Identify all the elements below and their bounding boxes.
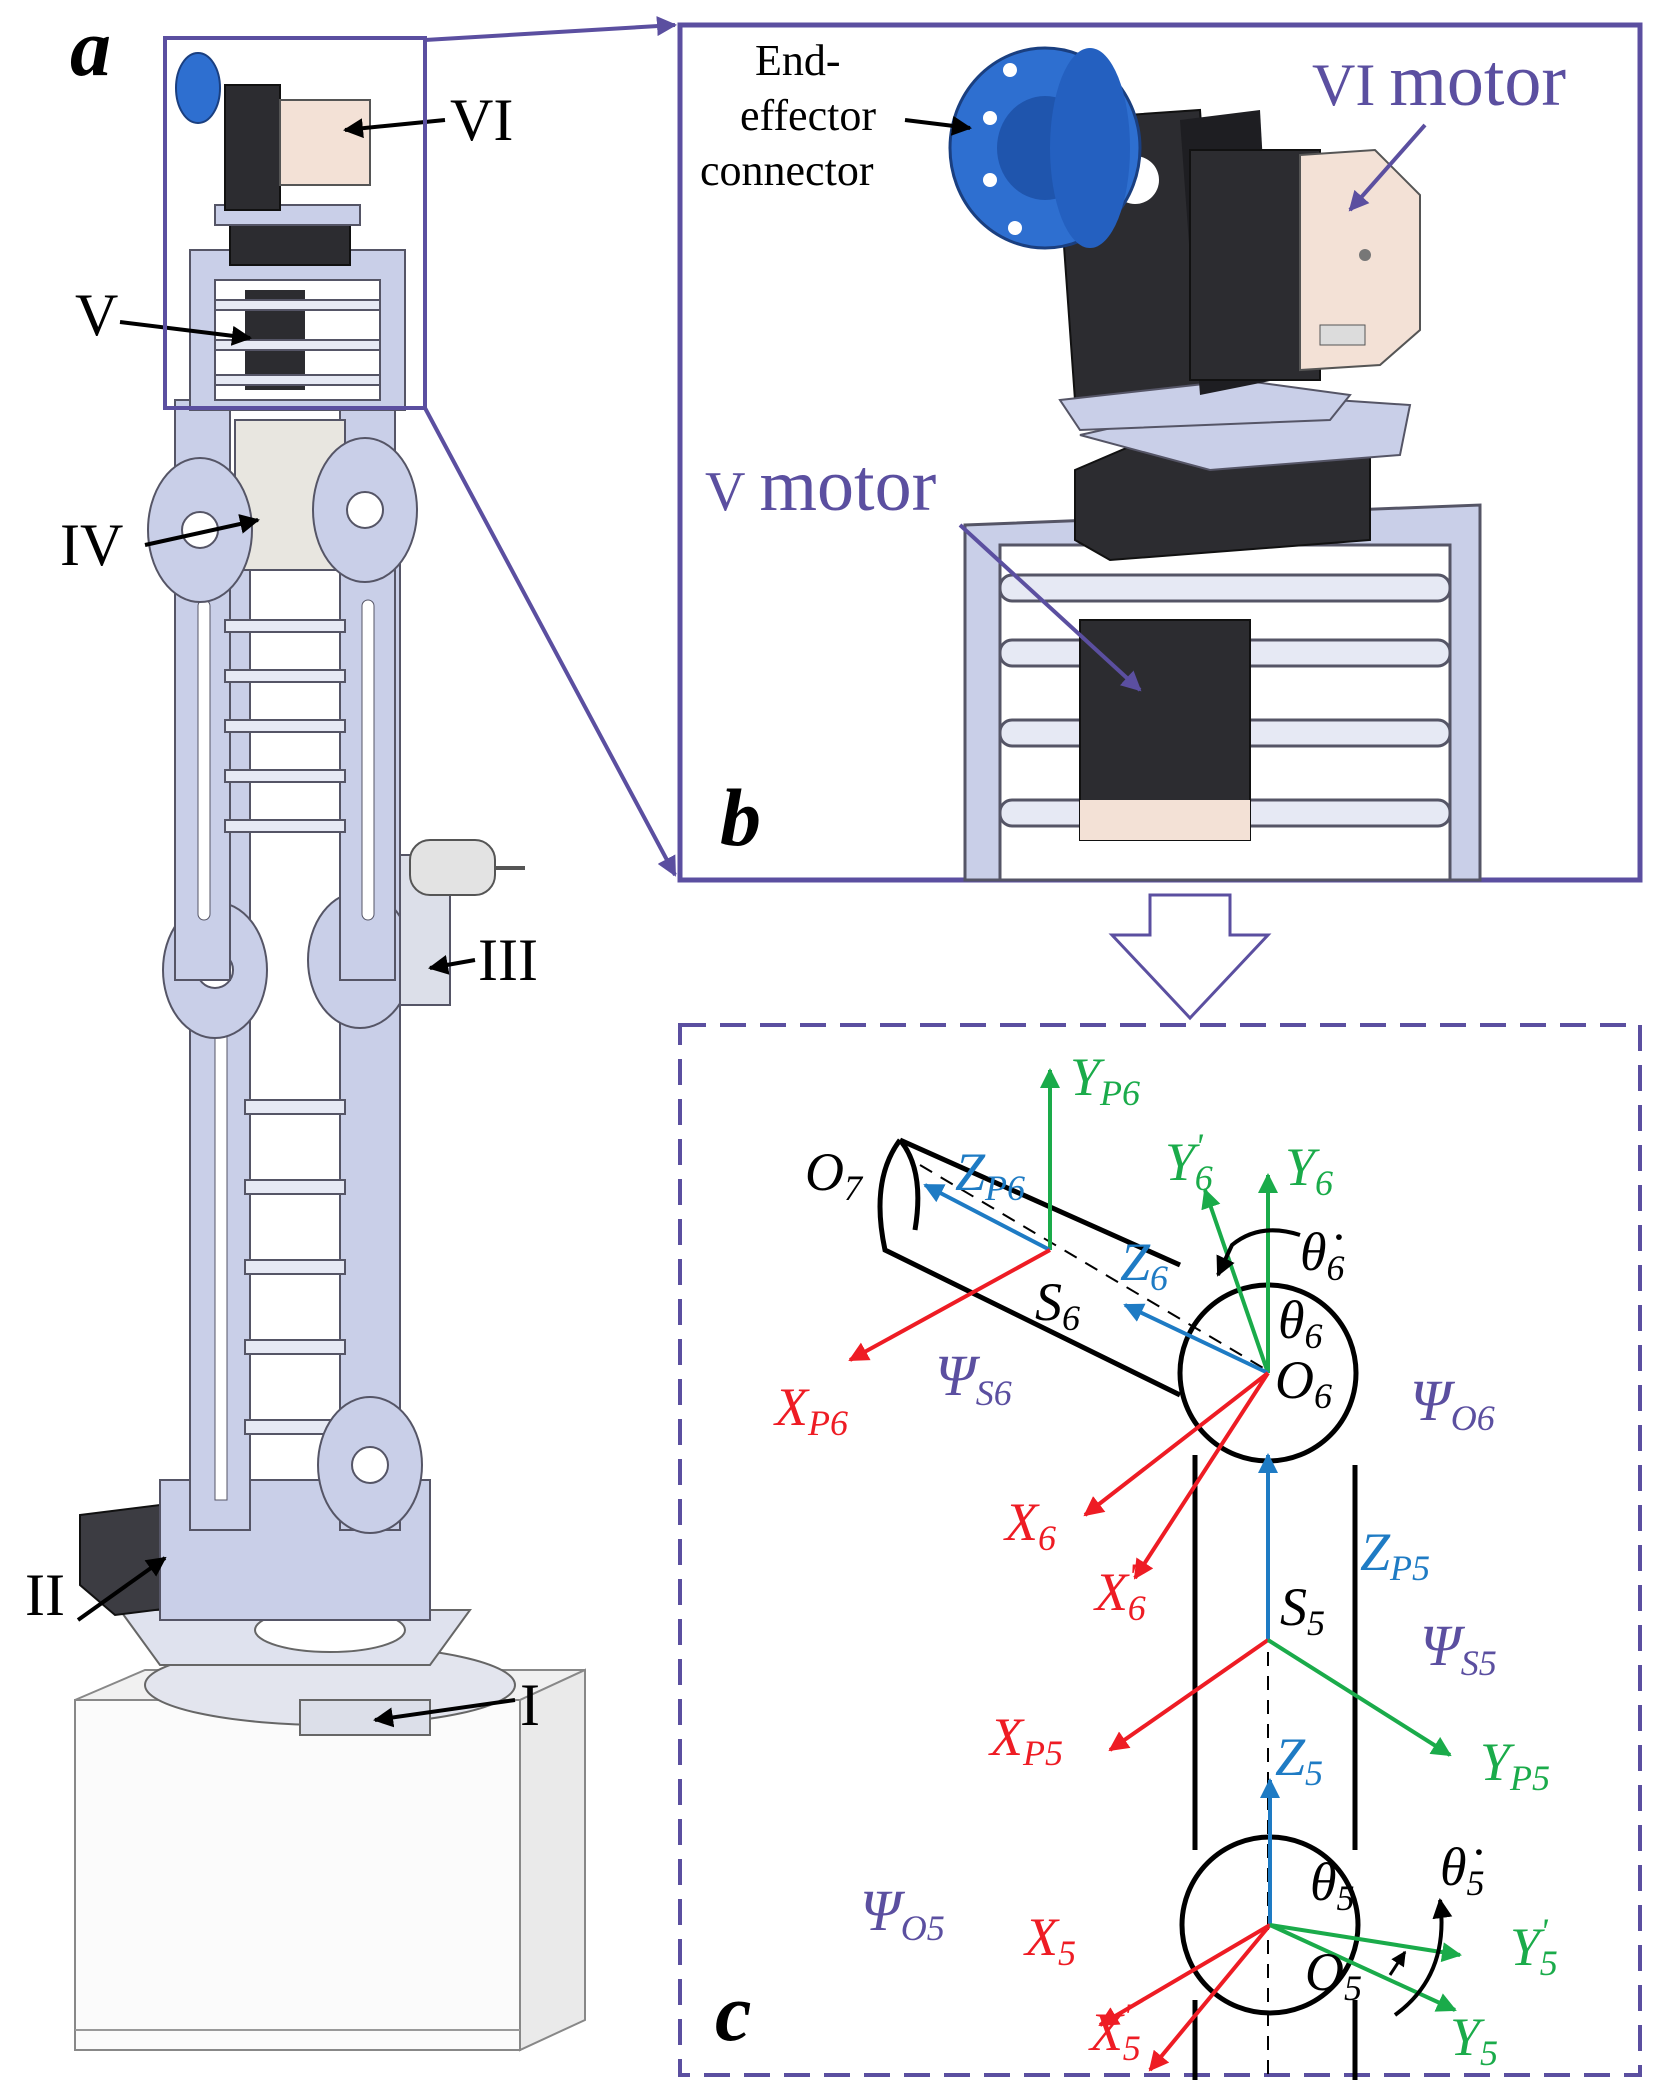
panel-c-frame: [678, 1023, 1642, 2077]
zoom-line-bottom: [423, 407, 677, 877]
label-y5-prime: Y'5: [1510, 1911, 1558, 1983]
link-outlines: [877, 1137, 1358, 2080]
axis-y5: [1269, 1923, 1457, 2012]
label-psi-s5: ΨS5: [1420, 1613, 1497, 1683]
label-y5: Y5: [1450, 2007, 1498, 2073]
label-o6: O6: [1275, 1350, 1332, 1416]
angle-mark-5: [1388, 1950, 1407, 1976]
label-psi-o6: ΨO6: [1410, 1368, 1495, 1438]
label-psi-o5: ΨO5: [860, 1878, 945, 1948]
panel-b-zoom: End- effector connector VI motor V motor…: [677, 22, 1643, 883]
label-xp6: XP6: [773, 1377, 848, 1443]
panel-b-letter: b: [720, 772, 761, 863]
label-xp5: XP5: [988, 1707, 1063, 1773]
label-iii: III: [478, 927, 538, 993]
robot-arm-illustration: a VI V IV III II I: [25, 2, 677, 2052]
zoom-line-top: [424, 16, 677, 42]
panel-c-kinematics: YP6 Y'6 Y6 O7 ZP6 θ̇6 Z6 S6 θ6 O6 XP6 ΨS…: [678, 1023, 1642, 2080]
turntable-joint-i: [118, 1607, 516, 1736]
arrow-end-effector: [904, 115, 972, 136]
label-theta5-dot: θ̇5: [1440, 1837, 1485, 1903]
label-x6: X6: [1003, 1492, 1056, 1558]
arrow-v: [119, 320, 252, 346]
arrow-iv: [144, 514, 260, 547]
label-o7: O7: [805, 1142, 864, 1208]
label-s6: S6: [1035, 1272, 1080, 1338]
label-psi-s6: ΨS6: [935, 1343, 1012, 1413]
label-yp5: YP5: [1480, 1732, 1550, 1798]
axis-x6-prime: [1133, 1371, 1270, 1580]
label-theta6-dot: θ̇6: [1300, 1222, 1345, 1288]
label-vi: VI: [450, 87, 513, 153]
axis-x5-prime: [1148, 1923, 1272, 2072]
axis-yp5: [1266, 1638, 1452, 1757]
end-effector-label-line2: effector: [740, 91, 876, 140]
label-x5: X5: [1023, 1907, 1076, 1973]
label-i: I: [520, 1672, 540, 1738]
label-ii: II: [25, 1562, 65, 1628]
arrow-vi: [343, 118, 446, 139]
arrow-v-motor: [958, 523, 1142, 692]
label-theta5: θ5: [1310, 1852, 1355, 1918]
zoom-box: [163, 36, 427, 410]
arrow-ii: [76, 1556, 167, 1622]
vi-motor-label: VI motor: [1312, 40, 1566, 122]
motor-joint-vi: [175, 52, 371, 226]
axis-z6: [1123, 1303, 1269, 1375]
rotation-arrow-6: [1216, 1228, 1301, 1277]
panel-a-letter: a: [70, 2, 111, 93]
arrow-vi-motor: [1348, 123, 1427, 212]
v-motor-label: V motor: [705, 445, 936, 527]
wrist-frame-v: [189, 224, 406, 411]
end-effector-label-line3: connector: [700, 146, 874, 195]
rotation-arrow-5: [1393, 1898, 1453, 2017]
label-zp6: ZP6: [955, 1142, 1025, 1208]
axis-zp6: [923, 1183, 1051, 1252]
arrow-i: [373, 1698, 516, 1728]
label-o5: O5: [1305, 1942, 1362, 2008]
label-zp5: ZP5: [1360, 1522, 1430, 1588]
label-x5-prime: X'5: [1088, 1996, 1141, 2068]
arrow-iii: [428, 955, 476, 975]
label-z6: Z6: [1120, 1232, 1168, 1298]
axis-xp6: [848, 1248, 1051, 1362]
label-iv: IV: [60, 512, 123, 578]
label-s5: S5: [1280, 1577, 1325, 1643]
wrist-discs-iv: [147, 419, 418, 603]
axis-x6: [1083, 1371, 1270, 1517]
axis-y6-prime: [1201, 1188, 1270, 1374]
motor-joint-iii: [399, 839, 525, 1006]
panel-c-letter: c: [715, 1967, 751, 2058]
label-y6-prime: Y'6: [1165, 1126, 1213, 1198]
label-theta6: θ6: [1278, 1290, 1323, 1356]
axis-x5: [1098, 1923, 1272, 2027]
label-v: V: [75, 282, 118, 348]
link6-axis: [919, 1164, 1271, 1373]
label-y6: Y6: [1285, 1137, 1333, 1203]
axis-xp5: [1108, 1638, 1270, 1752]
axis-y5-prime: [1269, 1923, 1462, 1963]
label-x6-prime: X'6: [1093, 1556, 1146, 1628]
down-arrow: [1108, 893, 1272, 1021]
label-yp6: YP6: [1070, 1047, 1140, 1113]
label-z5: Z5: [1275, 1727, 1323, 1793]
end-effector-label-line1: End-: [755, 36, 841, 85]
